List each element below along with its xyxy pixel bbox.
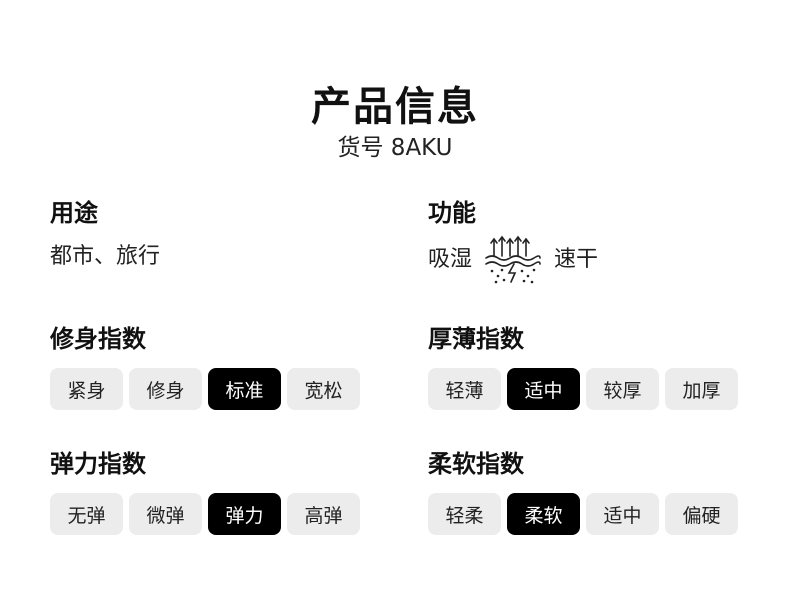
page-title: 产品信息 — [311, 84, 479, 130]
softness-title: 柔软指数 — [428, 450, 524, 478]
fit-options: 紧身 修身 标准 宽松 — [50, 368, 390, 410]
function-right-label: 速干 — [554, 247, 599, 272]
fit-option-loose[interactable]: 宽松 — [287, 368, 360, 410]
softness-option-stiff[interactable]: 偏硬 — [665, 493, 738, 535]
usage-value: 都市、旅行 — [50, 244, 161, 269]
function-value: 吸湿 — [428, 234, 768, 286]
function-title: 功能 — [428, 199, 476, 227]
softness-option-medium[interactable]: 适中 — [586, 493, 659, 535]
moisture-wicking-icon — [484, 234, 542, 286]
softness-option-soft[interactable]: 柔软 — [507, 493, 580, 535]
elasticity-title: 弹力指数 — [50, 450, 146, 478]
sku-label: 货号 8AKU — [337, 135, 453, 161]
thickness-options: 轻薄 适中 较厚 加厚 — [428, 368, 768, 410]
function-section: 功能 吸湿 — [428, 198, 768, 286]
elasticity-option-high[interactable]: 高弹 — [287, 493, 360, 535]
fit-option-standard[interactable]: 标准 — [208, 368, 281, 410]
softness-section: 柔软指数 轻柔 柔软 适中 偏硬 — [428, 449, 768, 535]
thickness-option-extra-thick[interactable]: 加厚 — [665, 368, 738, 410]
thickness-option-medium[interactable]: 适中 — [507, 368, 580, 410]
thickness-option-thick[interactable]: 较厚 — [586, 368, 659, 410]
elasticity-option-slight[interactable]: 微弹 — [129, 493, 202, 535]
elasticity-option-stretch[interactable]: 弹力 — [208, 493, 281, 535]
fit-option-slim[interactable]: 修身 — [129, 368, 202, 410]
softness-option-gentle[interactable]: 轻柔 — [428, 493, 501, 535]
fit-section: 修身指数 紧身 修身 标准 宽松 — [50, 324, 390, 410]
elasticity-options: 无弹 微弹 弹力 高弹 — [50, 493, 390, 535]
usage-section: 用途 都市、旅行 — [50, 198, 390, 272]
usage-title: 用途 — [50, 199, 98, 227]
fit-option-tight[interactable]: 紧身 — [50, 368, 123, 410]
elasticity-section: 弹力指数 无弹 微弹 弹力 高弹 — [50, 449, 390, 535]
fit-title: 修身指数 — [50, 325, 146, 353]
elasticity-option-none[interactable]: 无弹 — [50, 493, 123, 535]
thickness-title: 厚薄指数 — [428, 325, 524, 353]
function-left-label: 吸湿 — [428, 247, 473, 272]
thickness-section: 厚薄指数 轻薄 适中 较厚 加厚 — [428, 324, 768, 410]
thickness-option-thin[interactable]: 轻薄 — [428, 368, 501, 410]
softness-options: 轻柔 柔软 适中 偏硬 — [428, 493, 768, 535]
